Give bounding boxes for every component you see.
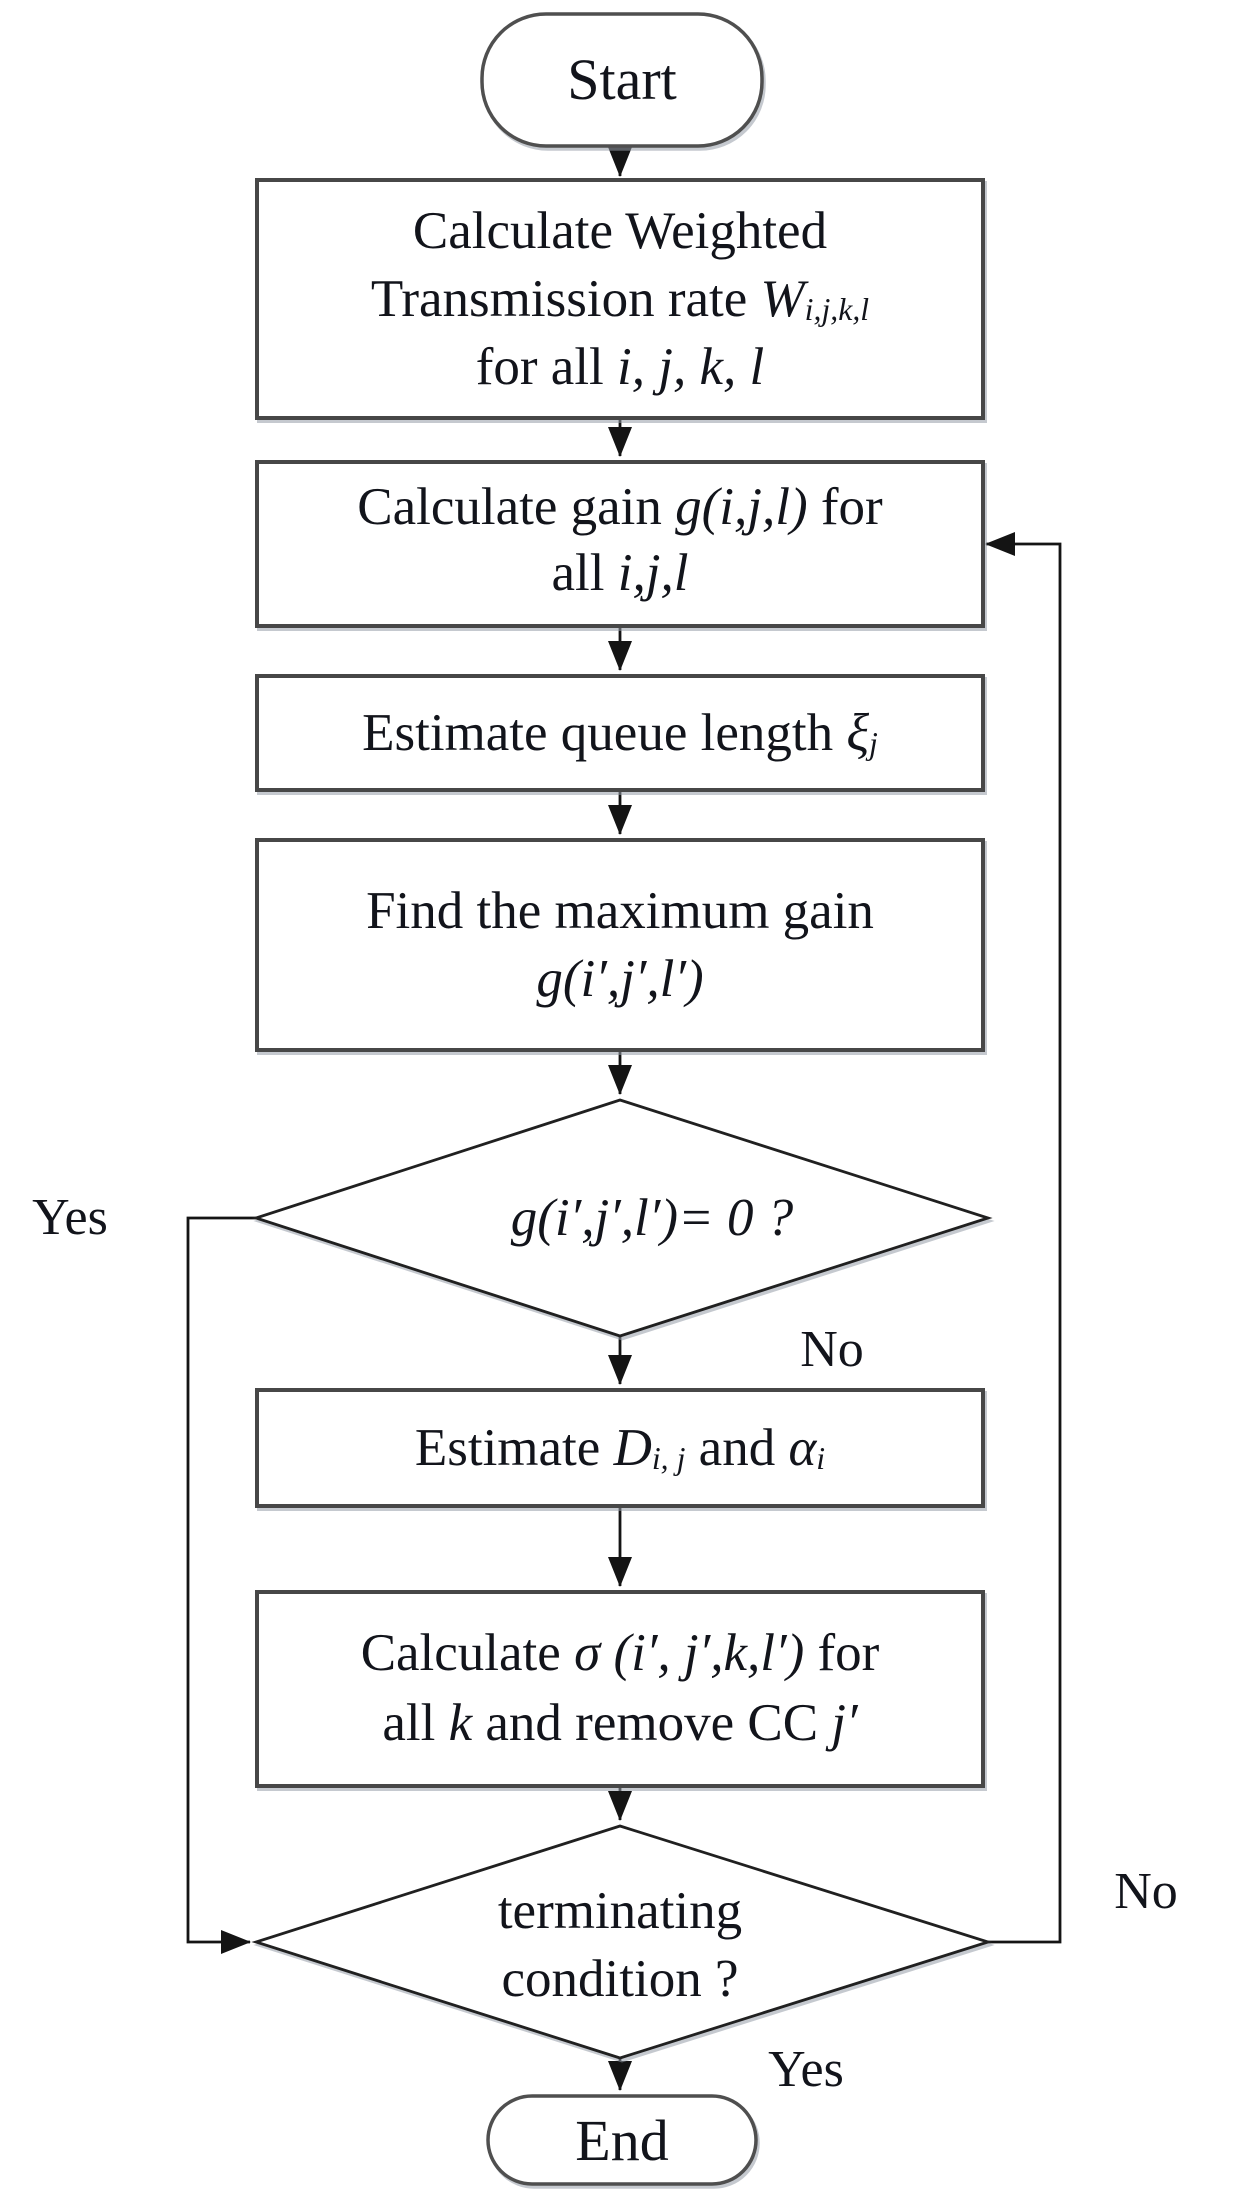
label-gain-zero-no: No	[800, 1321, 864, 1378]
calc-sigma-line-1: Calculate σ (i′, j′,k,l′) for	[361, 1624, 880, 1682]
end-label: End	[575, 2108, 668, 2173]
terminating-line-2: condition ?	[502, 1950, 739, 2008]
calc-sigma-line-2: all k and remove CC j′	[382, 1694, 859, 1752]
end-terminator	[486, 2094, 758, 2186]
terminating-line-1: terminating	[498, 1882, 742, 1940]
decision-terminating-condition	[251, 1824, 993, 2060]
edge-terminating-no-loop	[985, 532, 1062, 1944]
estimate-queue-line-1: Estimate queue length ξj	[362, 704, 878, 762]
find-max-line-1: Find the maximum gain	[366, 882, 874, 940]
process-estimate-queue-length	[255, 674, 985, 792]
calc-weighted-line-3: for all i, j, k, l	[476, 338, 764, 396]
label-gain-zero-yes: Yes	[32, 1189, 108, 1246]
edge-gain-zero-yes-path	[186, 1216, 256, 1954]
label-terminating-yes: Yes	[768, 2041, 844, 2098]
label-terminating-no: No	[1114, 1863, 1178, 1920]
process-calc-sigma-remove-cc	[255, 1590, 985, 1788]
find-max-line-2: g(i′,j′,l′)	[536, 950, 703, 1008]
estimate-d-alpha-line-1: Estimate Di, j and αi	[415, 1419, 825, 1477]
process-estimate-d-alpha	[255, 1388, 985, 1508]
calc-gain-line-1: Calculate gain g(i,j,l) for	[357, 478, 883, 536]
process-calc-gain	[255, 460, 985, 628]
calc-gain-line-2: all i,j,l	[552, 544, 689, 602]
start-label: Start	[567, 47, 677, 112]
calc-weighted-line-1: Calculate Weighted	[413, 202, 827, 260]
process-calc-weighted-rate	[255, 178, 985, 420]
process-find-maximum-gain	[255, 838, 985, 1052]
calc-weighted-line-2: Transmission rate Wi,j,k,l	[371, 270, 869, 328]
start-terminator	[480, 12, 764, 148]
gain-zero-question: g(i′,j′,l′)= 0 ?	[511, 1189, 794, 1247]
decision-gain-zero	[251, 1098, 993, 1338]
